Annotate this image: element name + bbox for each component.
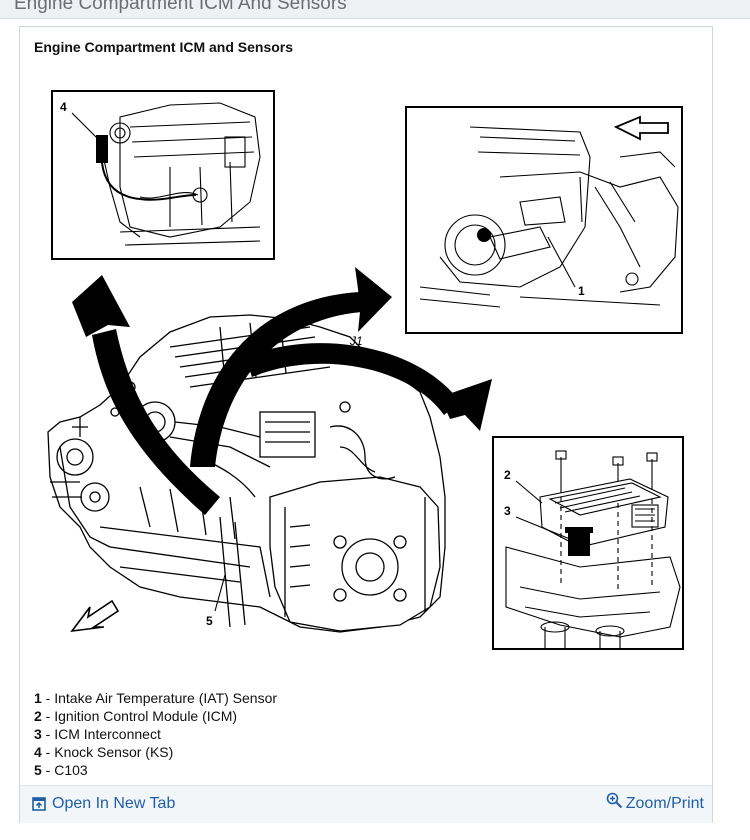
callout-3-label: 3 bbox=[504, 504, 511, 518]
page-header: Engine Compartment ICM And Sensors bbox=[0, 0, 750, 19]
legend-item: 2 - Ignition Control Module (ICM) bbox=[34, 708, 238, 724]
callout-1-label: 1 bbox=[578, 284, 585, 298]
zoom-in-icon bbox=[606, 792, 622, 808]
callout-4-label: 4 bbox=[60, 100, 67, 114]
front-direction-arrow bbox=[70, 599, 120, 633]
card-footer: Open In New Tab Zoom/Print bbox=[20, 785, 712, 823]
pointer-arrows bbox=[72, 267, 492, 515]
legend-item: 1 - Intake Air Temperature (IAT) Sensor bbox=[34, 690, 278, 706]
knock-sensor-inset bbox=[51, 90, 275, 260]
diagram-card: Engine Compartment ICM and Sensors bbox=[19, 26, 713, 823]
zoom-print-label: Zoom/Print bbox=[625, 795, 704, 812]
open-in-new-tab-link[interactable]: Open In New Tab bbox=[32, 795, 175, 813]
callout-c103 bbox=[214, 574, 226, 612]
legend-item: 4 - Knock Sensor (KS) bbox=[34, 744, 174, 760]
zoom-print-link[interactable]: Zoom/Print bbox=[606, 792, 704, 813]
iat-sensor-inset bbox=[405, 106, 683, 334]
legend: 1 - Intake Air Temperature (IAT) Sensor … bbox=[34, 689, 277, 779]
callout-2-label: 2 bbox=[504, 468, 511, 482]
engine-callout-label: J1 bbox=[349, 334, 363, 348]
icm-inset bbox=[492, 436, 684, 650]
open-in-new-tab-label: Open In New Tab bbox=[52, 795, 176, 812]
page-header-title: Engine Compartment ICM And Sensors bbox=[14, 0, 347, 14]
card-title: Engine Compartment ICM and Sensors bbox=[34, 39, 294, 55]
open-in-new-tab-icon bbox=[32, 797, 46, 811]
callout-5-label: 5 bbox=[206, 614, 213, 628]
legend-item: 5 - C103 bbox=[34, 762, 88, 778]
legend-item: 3 - ICM Interconnect bbox=[34, 726, 161, 742]
engine-diagram[interactable]: 5 J1 4 bbox=[20, 27, 712, 667]
